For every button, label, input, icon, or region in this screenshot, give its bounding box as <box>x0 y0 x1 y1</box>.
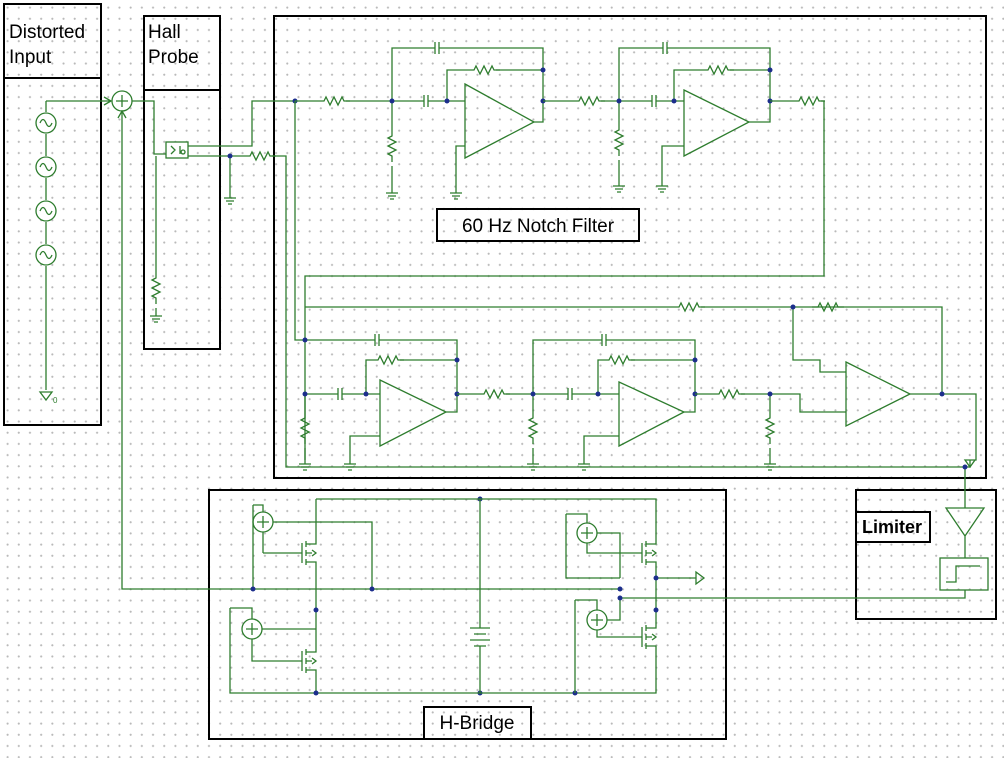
opamp2-feedback-resistor <box>701 65 735 75</box>
notch-filter-block <box>273 15 987 479</box>
driver-summer-icon-1 <box>252 511 274 533</box>
ground-icon-notch-5 <box>763 455 777 471</box>
opamp4-feedback-resistor <box>602 355 636 365</box>
ground-icon-notch-1 <box>385 184 399 200</box>
input-arrow-icon <box>103 96 113 106</box>
notch-filter-label: 60 Hz Notch Filter <box>462 216 615 237</box>
notch-capacitor-1 <box>412 94 440 108</box>
summing-junction <box>111 90 253 590</box>
hall-probe-circuit <box>149 100 971 468</box>
notch-feedback-capacitor-3 <box>363 333 391 347</box>
notch-shunt-resistor-5 <box>765 411 775 445</box>
battery-icon <box>470 627 490 652</box>
mosfet-icon-high-right <box>631 531 657 575</box>
opamp-3-icon <box>379 378 448 448</box>
summing-resistor-1 <box>672 302 706 312</box>
hall-load-resistor <box>151 271 161 305</box>
summing-junction-icon <box>111 90 133 112</box>
output-opamp-icon <box>845 360 912 428</box>
h-bridge-title-box <box>423 706 532 740</box>
ground-reference-label: 0 <box>53 396 58 405</box>
opamp-2-icon <box>683 88 751 158</box>
opamp1-feedback-resistor <box>467 65 501 75</box>
opamp-1-icon <box>464 82 536 160</box>
mosfet-icon-high-left <box>291 531 317 575</box>
notch-shunt-resistor-4 <box>528 411 538 445</box>
ground-icon-hall-out <box>223 189 237 205</box>
notch-filter-bottom-row <box>298 302 977 500</box>
driver-summer-icon-3 <box>576 522 598 544</box>
driver-summer-icon-4 <box>586 609 608 631</box>
limiter-circuit <box>620 500 989 599</box>
notch-feedback-capacitor-4 <box>590 333 618 347</box>
notch-feedback-capacitor-2 <box>651 41 679 55</box>
hall-output-resistor <box>243 151 277 161</box>
notch-feedback-capacitor-1 <box>423 41 451 55</box>
distorted-input-label-line1: Distorted <box>9 22 85 43</box>
notch-output-resistor <box>792 96 826 106</box>
notch-capacitor-4 <box>556 387 584 401</box>
hall-probe-label-line1: Hall <box>148 22 181 43</box>
feedback-arrow-icon <box>117 109 127 119</box>
notch-bottom-output-resistor <box>712 389 746 399</box>
notch-capacitor-2 <box>640 94 668 108</box>
notch-shunt-resistor-1 <box>387 129 397 163</box>
limiter-block <box>855 489 997 620</box>
ac-source-icon-2 <box>35 156 57 178</box>
ac-source-icon-1 <box>35 112 57 134</box>
mosfet-icon-low-left <box>291 639 317 683</box>
opamp-4-icon <box>618 380 686 448</box>
notch-interstage-resistor-1 <box>572 96 606 106</box>
hall-probe-label-line2: Probe <box>148 47 199 68</box>
ground-icon-opamp2 <box>655 177 669 193</box>
notch-filter-top-row <box>292 41 826 460</box>
notch-filter-title-box <box>436 208 640 242</box>
notch-capacitor-3 <box>326 387 354 401</box>
limiter-title-box <box>855 511 931 543</box>
ground-icon-notch-4 <box>526 455 540 471</box>
h-bridge-block <box>208 489 727 740</box>
ground-icon-opamp3 <box>343 455 357 471</box>
notch-shunt-resistor-2 <box>614 123 624 157</box>
limiter-label: Limiter <box>862 517 922 537</box>
mosfet-icon-low-right <box>631 615 657 659</box>
driver-summer-icon-2 <box>241 618 263 640</box>
limiter-buffer-icon <box>944 500 986 558</box>
ground-reference-icon <box>38 391 54 402</box>
h-bridge-circuit <box>229 496 706 696</box>
ground-icon-hall <box>149 307 163 323</box>
distorted-input-circuit: 0 <box>35 96 113 405</box>
notch-input-resistor <box>317 96 351 106</box>
distorted-input-block <box>3 77 102 426</box>
ac-source-icon-3 <box>35 200 57 222</box>
ground-icon-notch-2 <box>612 177 626 193</box>
h-bridge-label: H-Bridge <box>440 713 515 734</box>
ground-icon-notch-3 <box>298 455 312 471</box>
limiter-comparator-icon <box>939 557 989 591</box>
opamp3-feedback-resistor <box>371 355 405 365</box>
ground-icon-opamp1 <box>449 184 463 200</box>
ground-icon-opamp4 <box>577 455 591 471</box>
hall-probe-block <box>143 89 221 350</box>
output-arrow-icon <box>656 570 706 586</box>
notch-interstage-resistor-2 <box>477 389 511 399</box>
distorted-input-label-line2: Input <box>9 47 52 68</box>
ac-source-icon-4 <box>35 244 57 266</box>
